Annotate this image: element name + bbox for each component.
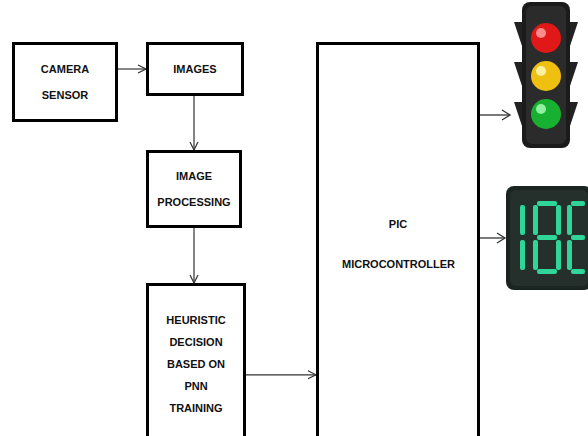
node-label: IMAGES [153, 62, 237, 76]
controller-box: PIC MICROCONTROLLER [316, 42, 480, 436]
process-box: HEURISTIC DECISION BASED ON PNN TRAINING [146, 283, 246, 436]
node-label: PIC MICROCONTROLLER [342, 204, 454, 284]
seven-segment-display [506, 186, 588, 290]
node-label: CAMERA SENSOR [30, 56, 100, 108]
process-box: CAMERA SENSOR [12, 42, 118, 122]
flow-arrow [193, 228, 194, 283]
traffic-light-icon [514, 2, 578, 148]
flow-arrow [246, 374, 316, 375]
process-box: IMAGE PROCESSING [146, 150, 242, 228]
process-box: IMAGES [146, 42, 244, 96]
flow-arrow [118, 68, 146, 69]
flow-arrow [193, 96, 194, 150]
node-label: IMAGE PROCESSING [153, 163, 235, 215]
output-arrows [480, 110, 510, 243]
node-label: HEURISTIC DECISION BASED ON PNN TRAINING [159, 309, 233, 419]
